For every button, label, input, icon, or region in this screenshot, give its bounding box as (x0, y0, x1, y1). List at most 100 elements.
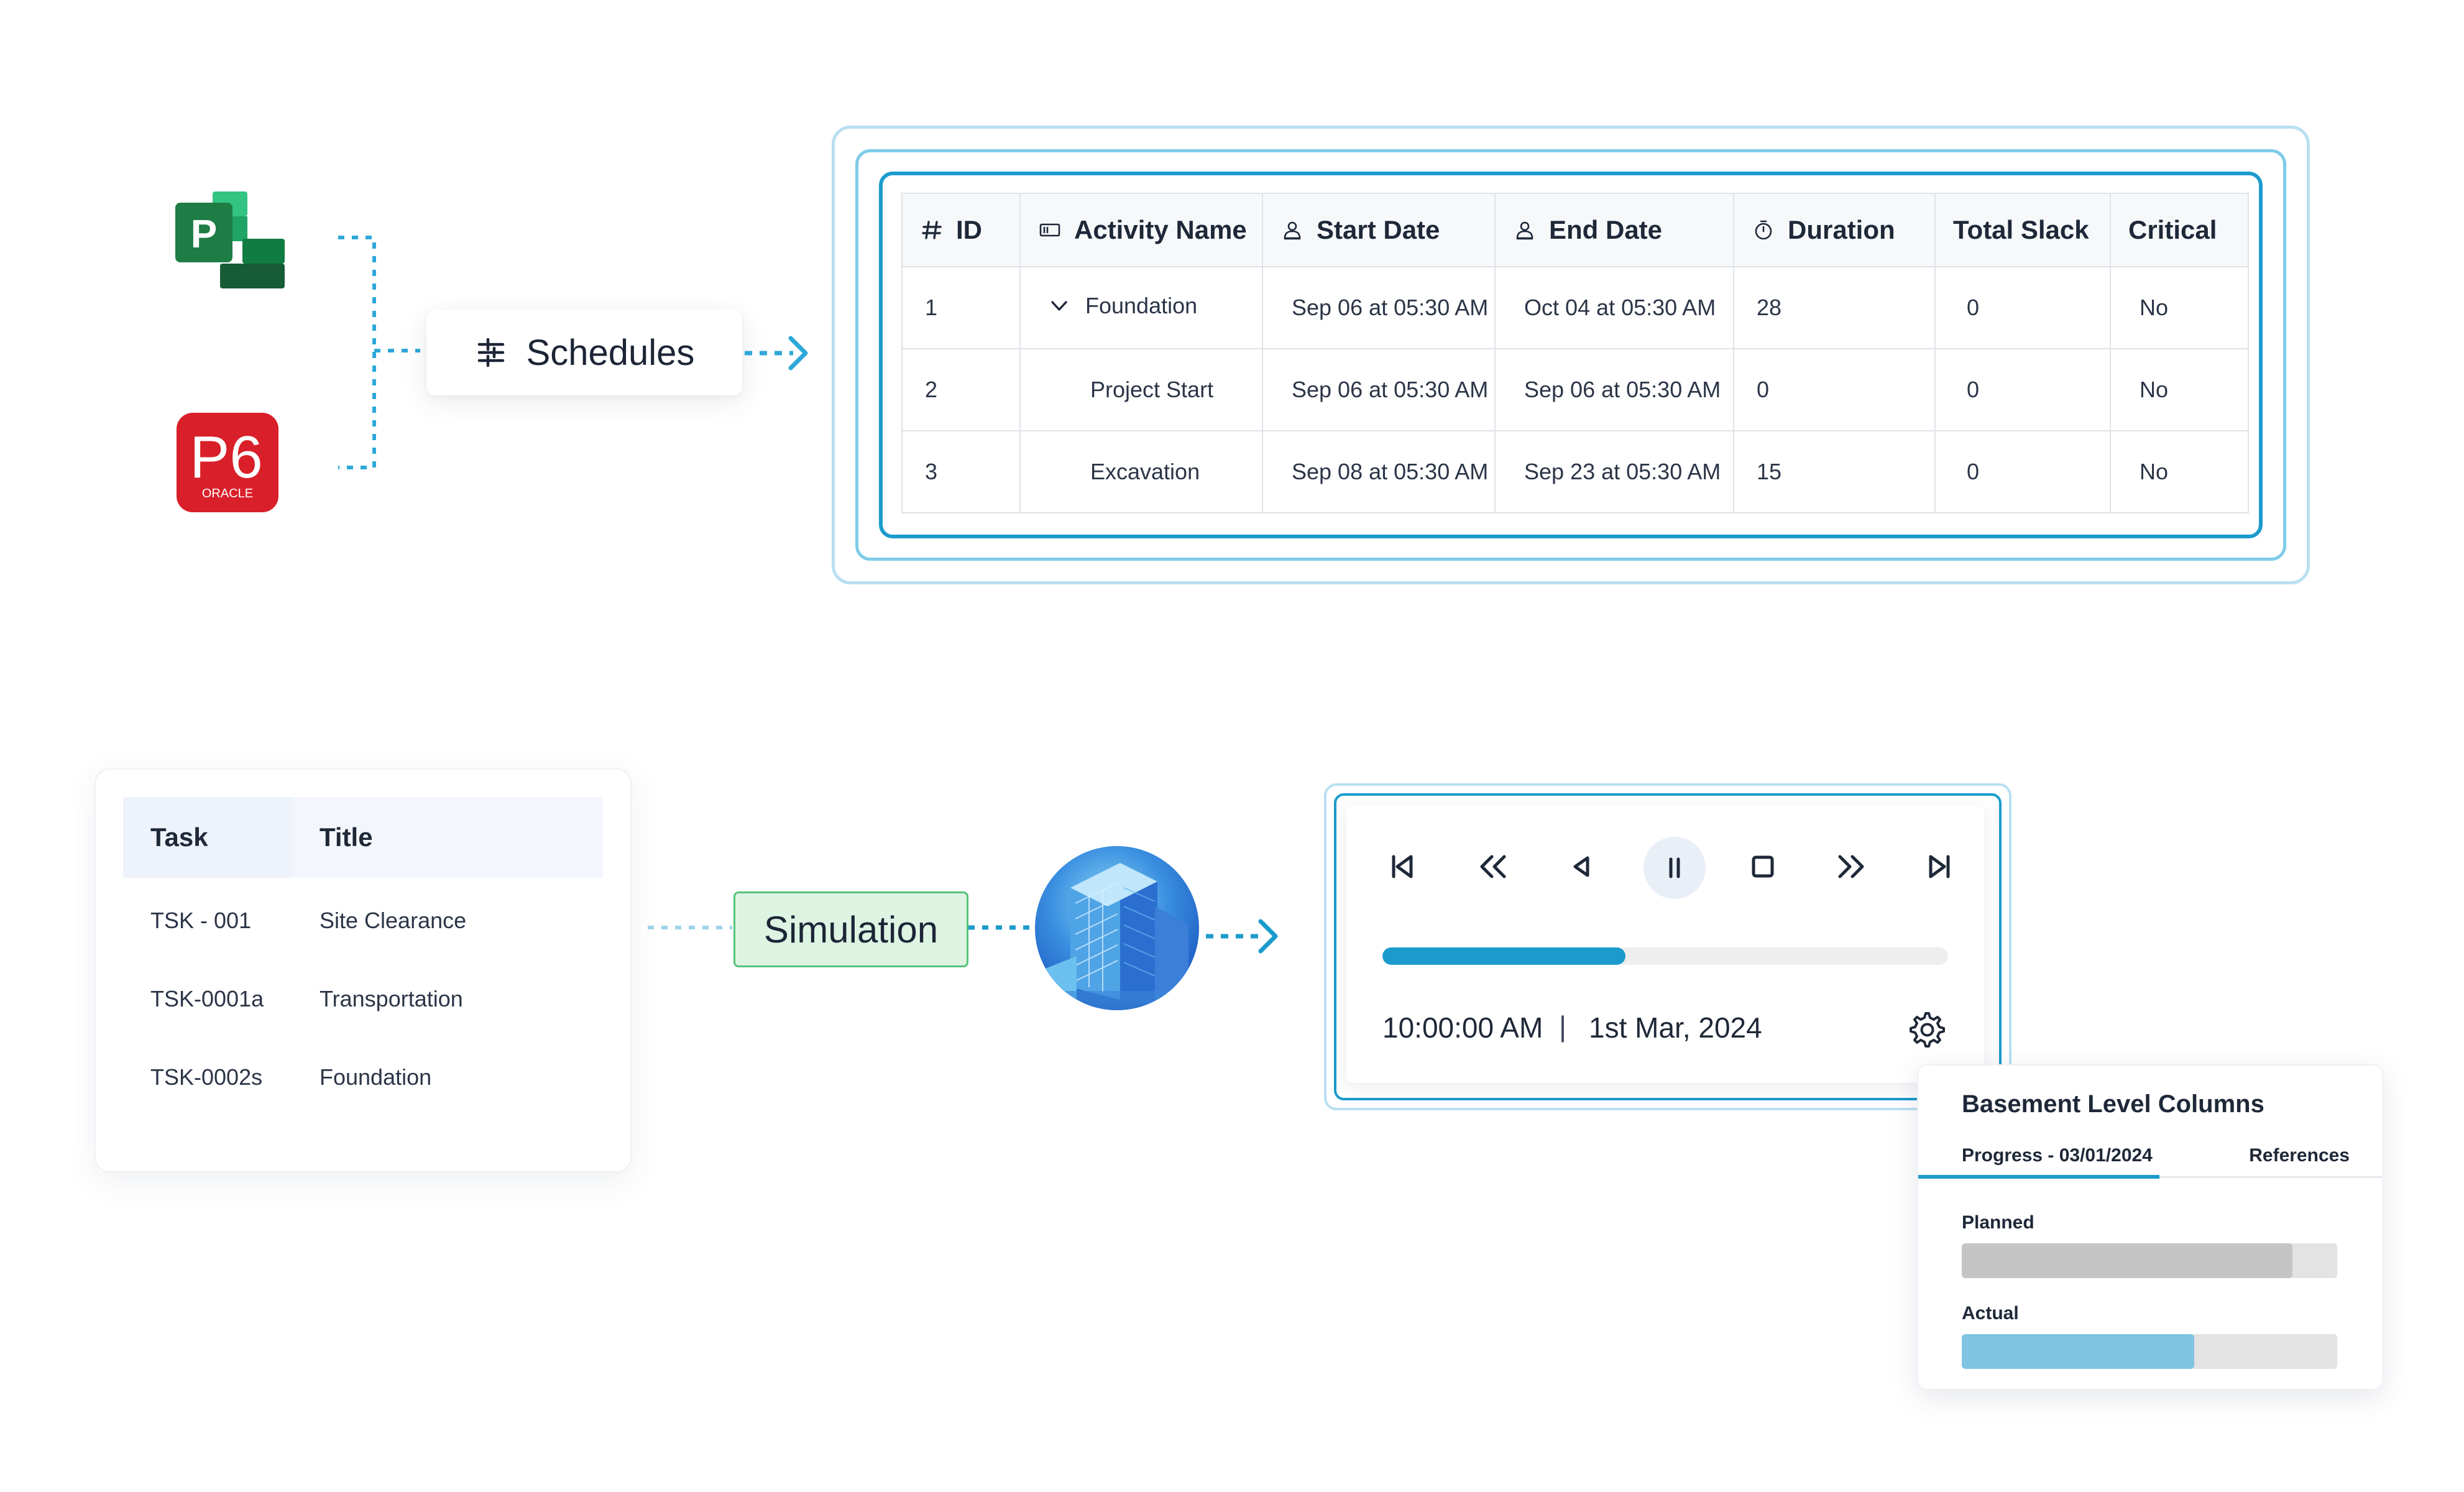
skip-to-end-icon (1929, 855, 1950, 878)
col-duration[interactable]: Duration (1733, 193, 1936, 267)
cell-start: Sep 08 at 05:30 AM (1262, 430, 1496, 513)
planned-bar-fill (1962, 1243, 2292, 1278)
gear-icon (1910, 1012, 1945, 1048)
cell-end: Oct 04 at 05:30 AM (1494, 266, 1734, 349)
skip-to-start-button[interactable] (1376, 840, 1428, 893)
cell-activity: Foundation (1019, 266, 1263, 349)
step-back-button[interactable] (1555, 840, 1607, 893)
active-tab-indicator (1918, 1175, 2159, 1179)
task-title: Site Clearance (319, 908, 467, 933)
schedule-table: ID Activity Name Start Date End Date Dur… (901, 193, 2249, 513)
cell-slack: 0 (1934, 266, 2111, 349)
timeline-track[interactable] (1382, 947, 1948, 965)
time-separator: | (1559, 1010, 1566, 1043)
planned-label: Planned (1962, 1212, 2034, 1233)
schedule-header-row: ID Activity Name Start Date End Date Dur… (901, 193, 2249, 267)
col-activity-label: Activity Name (1074, 215, 1247, 244)
actual-bar (1962, 1334, 2337, 1369)
simulation-chip[interactable]: Simulation (733, 891, 968, 967)
list-item[interactable]: TSK-0002s Foundation (123, 1038, 603, 1117)
rewind-button[interactable] (1467, 840, 1519, 893)
rewind-icon (1480, 855, 1506, 878)
timeline-progress (1382, 947, 1626, 965)
cell-activity: Excavation (1019, 430, 1263, 513)
task-id: TSK-0002s (150, 1064, 263, 1090)
activity-name: Foundation (1085, 293, 1198, 318)
col-activity-name[interactable]: Activity Name (1019, 193, 1263, 267)
fast-forward-icon (1838, 855, 1864, 878)
task-id: TSK-0001a (150, 986, 264, 1011)
task-title: Transportation (319, 986, 463, 1011)
table-row[interactable]: 1 Foundation Sep 06 at 05:30 AM Oct 04 a… (901, 266, 2249, 349)
list-item[interactable]: TSK - 001 Site Clearance (123, 882, 603, 960)
progress-card: Basement Level Columns Progress - 03/01/… (1917, 1064, 2383, 1390)
cell-id: 2 (901, 348, 1021, 431)
p6-label: P6 (190, 424, 262, 490)
col-duration-label: Duration (1788, 215, 1895, 244)
col-end-label: End Date (1549, 215, 1663, 244)
cell-duration: 0 (1733, 348, 1936, 431)
cell-critical: No (2110, 266, 2249, 349)
stop-icon (1752, 855, 1774, 878)
cell-duration: 15 (1733, 430, 1936, 513)
col-end-date[interactable]: End Date (1494, 193, 1734, 267)
cell-end: Sep 23 at 05:30 AM (1494, 430, 1734, 513)
person-icon (1516, 221, 1533, 240)
cell-critical: No (2110, 430, 2249, 513)
tab-references[interactable]: References (2249, 1145, 2350, 1166)
col-critical[interactable]: Critical (2110, 193, 2249, 267)
col-title[interactable]: Title (292, 797, 603, 878)
stop-button[interactable] (1737, 840, 1789, 893)
fast-forward-button[interactable] (1825, 840, 1877, 893)
task-id: TSK - 001 (150, 908, 252, 933)
col-critical-label: Critical (2128, 215, 2217, 244)
playback-date: 1st Mar, 2024 (1589, 1011, 1762, 1044)
cell-start: Sep 06 at 05:30 AM (1262, 266, 1496, 349)
hash-icon (922, 221, 942, 239)
col-task[interactable]: Task (123, 797, 292, 878)
cell-slack: 0 (1934, 430, 2111, 513)
cell-end: Sep 06 at 05:30 AM (1494, 348, 1734, 431)
col-slack-label: Total Slack (1953, 215, 2089, 244)
cell-critical: No (2110, 348, 2249, 431)
settings-button[interactable] (1900, 1003, 1952, 1056)
skip-to-start-icon (1392, 855, 1413, 878)
list-item[interactable]: TSK-0001a Transportation (123, 960, 603, 1038)
actual-bar-fill (1962, 1334, 2195, 1369)
col-start-label: Start Date (1317, 215, 1440, 244)
pause-icon (1669, 857, 1680, 878)
col-id-label: ID (956, 215, 982, 244)
oracle-p6-icon: P6 ORACLE (177, 413, 278, 512)
table-row[interactable]: 2 Project Start Sep 06 at 05:30 AM Sep 0… (901, 348, 2249, 431)
col-start-date[interactable]: Start Date (1262, 193, 1496, 267)
col-id[interactable]: ID (901, 193, 1021, 267)
schedules-arrow (745, 336, 808, 371)
task-header-row: Task Title (123, 797, 603, 878)
cell-slack: 0 (1934, 348, 2111, 431)
pause-button[interactable] (1643, 837, 1706, 899)
task-title: Foundation (319, 1064, 432, 1090)
table-row[interactable]: 3 Excavation Sep 08 at 05:30 AM Sep 23 a… (901, 430, 2249, 513)
skip-to-end-button[interactable] (1913, 840, 1965, 893)
tag-icon (1039, 223, 1060, 237)
planned-bar (1962, 1243, 2337, 1278)
cell-id: 3 (901, 430, 1021, 513)
schedules-chip[interactable]: Schedules (426, 310, 742, 395)
step-back-icon (1573, 856, 1589, 877)
ms-project-icon: P (175, 191, 285, 288)
task-connector (648, 926, 732, 929)
col-total-slack[interactable]: Total Slack (1934, 193, 2111, 267)
stopwatch-icon (1755, 220, 1772, 240)
schedule-list-icon (477, 338, 504, 367)
tab-progress[interactable]: Progress - 03/01/2024 (1962, 1145, 2153, 1166)
building-model-icon (1033, 844, 1201, 1012)
cell-id: 1 (901, 266, 1021, 349)
ms-project-letter: P (191, 211, 218, 256)
chevron-down-icon[interactable] (1048, 295, 1070, 317)
task-card: Task Title TSK - 001 Site Clearance TSK-… (94, 768, 632, 1172)
schedule-frame-middle (855, 149, 2286, 561)
schedules-label: Schedules (526, 332, 695, 373)
schedule-frame-inner (879, 172, 2263, 538)
schedule-frame-outer (832, 126, 2310, 584)
player-arrow (1206, 919, 1278, 954)
